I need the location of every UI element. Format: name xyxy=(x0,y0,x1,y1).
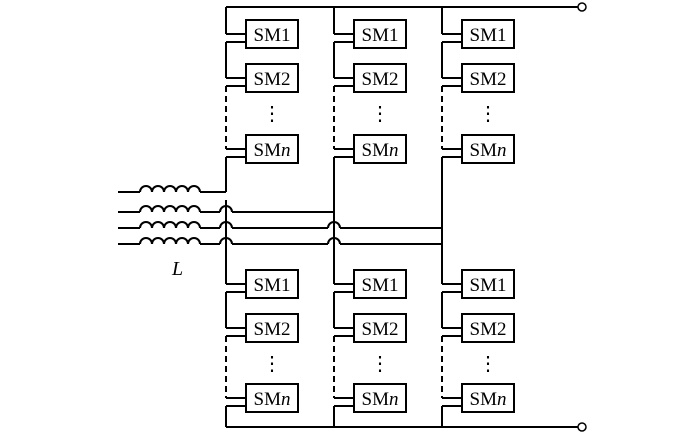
submodule-label: SM2 xyxy=(254,69,291,90)
submodule-label: SM2 xyxy=(362,319,399,340)
submodule-smn: SMn xyxy=(353,383,407,413)
submodule-sm2: SM2 xyxy=(353,313,407,343)
submodule-smn: SMn xyxy=(461,383,515,413)
ellipsis-dots: ⋮ xyxy=(262,353,282,375)
submodule-label: SMn xyxy=(470,389,507,410)
submodule-label: SMn xyxy=(254,389,291,410)
lower-line xyxy=(118,237,442,245)
ellipsis-dots: ⋮ xyxy=(478,103,498,125)
ac-input-lines xyxy=(118,7,443,252)
dc-bus-positive xyxy=(226,2,587,12)
submodule-sm2: SM2 xyxy=(245,313,299,343)
submodule-label: SM2 xyxy=(362,69,399,90)
phase-c-line xyxy=(118,187,443,252)
submodule-label: SM2 xyxy=(254,319,291,340)
submodule-sm1: SM1 xyxy=(461,269,515,299)
phase-a-line xyxy=(118,185,227,193)
ellipsis-dots: ⋮ xyxy=(262,103,282,125)
inductor-label: L xyxy=(171,258,183,280)
submodule-sm1: SM1 xyxy=(245,19,299,49)
submodule-smn: SMn xyxy=(461,134,515,164)
submodule-label: SM1 xyxy=(470,25,507,46)
submodule-label: SM1 xyxy=(254,275,291,296)
submodule-label: SMn xyxy=(254,140,291,161)
ellipsis-dots: ⋮ xyxy=(370,103,390,125)
submodule-smn: SMn xyxy=(353,134,407,164)
submodule-sm2: SM2 xyxy=(461,63,515,93)
dc-bus-negative xyxy=(226,422,587,432)
submodule-label: SMn xyxy=(362,140,399,161)
dc-positive-terminal xyxy=(577,2,587,12)
submodule-sm2: SM2 xyxy=(461,313,515,343)
submodule-label: SM1 xyxy=(362,25,399,46)
phase-legs: SM1SM2SMn⋮SM1SM2SMn⋮SM1SM2SMn⋮SM1SM2SMn⋮… xyxy=(225,7,515,427)
submodule-label: SMn xyxy=(362,389,399,410)
submodule-label: SM1 xyxy=(254,25,291,46)
input-feeders xyxy=(118,7,443,252)
submodule-sm1: SM1 xyxy=(353,269,407,299)
submodule-label: SM1 xyxy=(470,275,507,296)
submodule-label: SMn xyxy=(470,140,507,161)
submodule-sm1: SM1 xyxy=(245,269,299,299)
submodule-smn: SMn xyxy=(245,383,299,413)
submodule-smn: SMn xyxy=(245,134,299,164)
dc-negative-terminal xyxy=(577,422,587,432)
submodule-label: SM2 xyxy=(470,69,507,90)
ellipsis-dots: ⋮ xyxy=(370,353,390,375)
phase-b-line xyxy=(118,187,335,213)
submodule-sm1: SM1 xyxy=(353,19,407,49)
submodule-label: SM2 xyxy=(470,319,507,340)
submodule-sm2: SM2 xyxy=(353,63,407,93)
submodule-sm1: SM1 xyxy=(461,19,515,49)
submodule-sm2: SM2 xyxy=(245,63,299,93)
submodule-label: SM1 xyxy=(362,275,399,296)
ellipsis-dots: ⋮ xyxy=(478,353,498,375)
